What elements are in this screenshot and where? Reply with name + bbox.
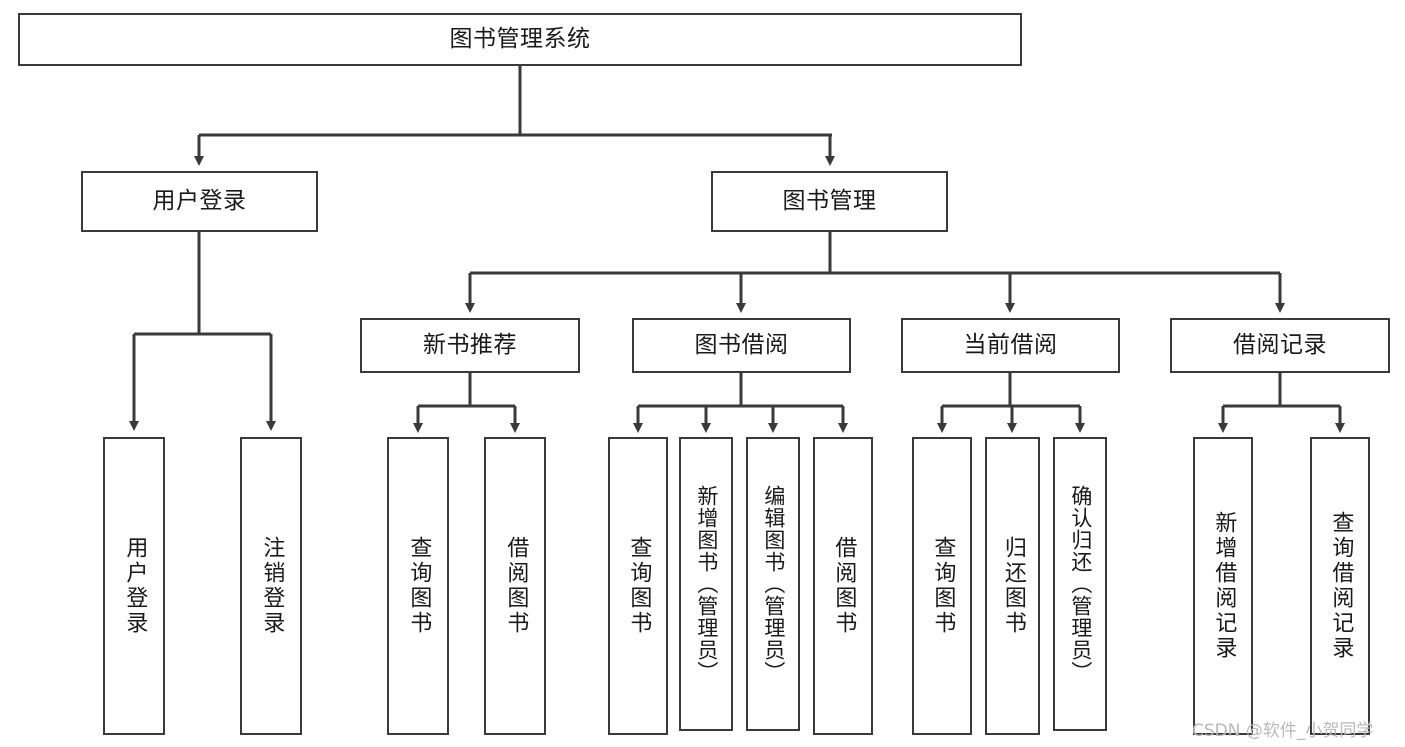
node-user-login[interactable]: 用户登录	[81, 171, 318, 232]
node-book-manage[interactable]: 图书管理	[711, 171, 948, 232]
node-user-login-label: 用户登录	[152, 187, 247, 214]
node-leaf-edit-book-admin[interactable]: 编辑图书（管理员）	[746, 437, 800, 731]
node-leaf-borrow-query-book-label: 查询图书	[626, 536, 652, 636]
node-root[interactable]: 图书管理系统	[18, 13, 1022, 66]
node-leaf-add-book-admin[interactable]: 新增图书（管理员）	[679, 437, 733, 731]
node-new-book-rec-label: 新书推荐	[423, 331, 517, 358]
node-leaf-rec-borrow-book[interactable]: 借阅图书	[484, 437, 546, 735]
node-leaf-cur-query-book[interactable]: 查询图书	[912, 437, 972, 735]
node-book-manage-label: 图书管理	[782, 187, 877, 214]
node-borrow-record[interactable]: 借阅记录	[1170, 318, 1390, 373]
node-leaf-user-logout-label: 注销登录	[259, 536, 285, 636]
node-new-book-rec[interactable]: 新书推荐	[360, 318, 580, 373]
node-leaf-rec-query-book[interactable]: 查询图书	[387, 437, 449, 735]
node-leaf-add-borrow-record-label: 新增借阅记录	[1211, 511, 1237, 661]
node-leaf-edit-book-admin-label: 编辑图书（管理员）	[761, 485, 786, 683]
node-leaf-user-login[interactable]: 用户登录	[103, 437, 165, 735]
node-leaf-user-logout[interactable]: 注销登录	[240, 437, 302, 735]
node-leaf-add-book-admin-label: 新增图书（管理员）	[694, 485, 719, 683]
node-leaf-borrow-query-book[interactable]: 查询图书	[608, 437, 668, 735]
node-leaf-borrow-borrow-book-label: 借阅图书	[831, 536, 857, 636]
node-leaf-return-book-label: 归还图书	[1000, 536, 1026, 636]
node-book-borrow-label: 图书借阅	[694, 331, 789, 358]
node-leaf-return-book[interactable]: 归还图书	[985, 437, 1040, 735]
node-borrow-record-label: 借阅记录	[1233, 331, 1327, 358]
node-book-borrow[interactable]: 图书借阅	[632, 318, 851, 373]
node-leaf-rec-query-book-label: 查询图书	[406, 536, 432, 636]
node-leaf-rec-borrow-book-label: 借阅图书	[503, 536, 529, 636]
node-leaf-query-borrow-record-label: 查询借阅记录	[1328, 511, 1354, 661]
node-leaf-confirm-return-admin[interactable]: 确认归还（管理员）	[1053, 437, 1107, 731]
csdn-watermark: CSDN @软件_小贺同学	[1192, 721, 1374, 741]
node-root-label: 图书管理系统	[449, 25, 591, 52]
node-leaf-query-borrow-record[interactable]: 查询借阅记录	[1310, 437, 1370, 735]
node-leaf-user-login-label: 用户登录	[122, 536, 148, 636]
node-leaf-borrow-borrow-book[interactable]: 借阅图书	[813, 437, 873, 735]
node-leaf-confirm-return-admin-label: 确认归还（管理员）	[1068, 485, 1093, 683]
node-leaf-add-borrow-record[interactable]: 新增借阅记录	[1193, 437, 1253, 735]
node-leaf-cur-query-book-label: 查询图书	[930, 536, 956, 636]
node-current-borrow-label: 当前借阅	[963, 331, 1058, 358]
node-current-borrow[interactable]: 当前借阅	[901, 318, 1120, 373]
